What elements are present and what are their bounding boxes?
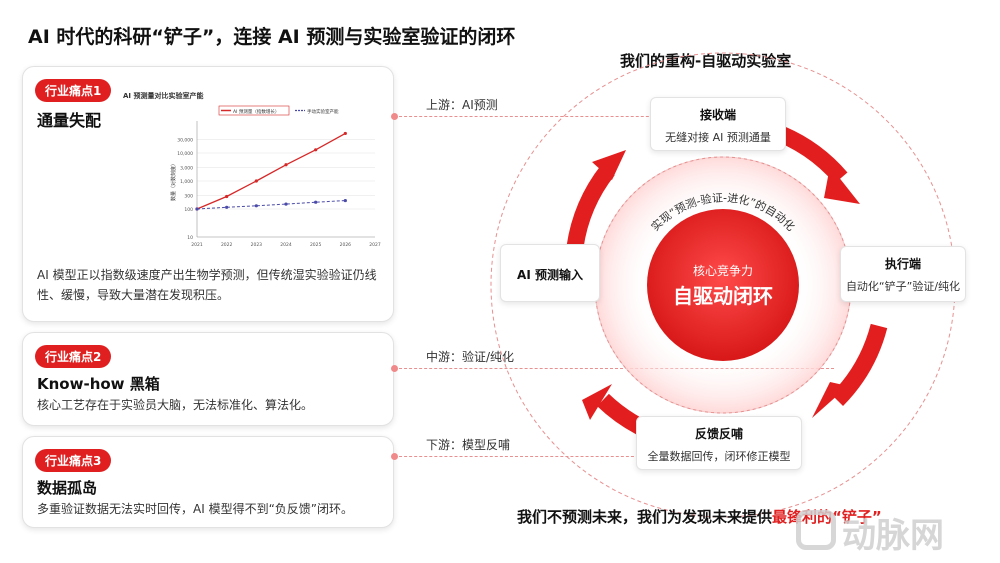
connector-label-midstream: 中游：验证/纯化 bbox=[426, 350, 515, 364]
y-tick-label: 30,000 bbox=[177, 138, 193, 144]
y-tick-label: 1,000 bbox=[180, 179, 193, 185]
y-axis-label: 数量（对数刻度） bbox=[170, 161, 177, 201]
arrow-top-left bbox=[566, 164, 615, 249]
node-receiver-sub: 无缝对接 AI 预测通量 bbox=[665, 131, 771, 144]
data-point-ai bbox=[314, 148, 318, 152]
pain-point-card-3: 行业痛点3 数据孤岛 多重验证数据无法实时回传，AI 模型得不到“负反馈”闭环。 bbox=[22, 436, 394, 528]
data-point-ai bbox=[254, 179, 258, 183]
series-line-ai bbox=[196, 132, 346, 210]
connector-label-downstream: 下游：模型反哺 bbox=[426, 438, 511, 452]
page-title: AI 时代的科研“铲子”，连接 AI 预测与实验室验证的闭环 bbox=[28, 26, 516, 48]
pain-point-desc-2: 核心工艺存在于实验员大脑，无法标准化、算法化。 bbox=[37, 398, 314, 412]
series-line-lab bbox=[196, 200, 346, 210]
connector-label-upstream: 上游：AI预测 bbox=[426, 98, 498, 112]
arrow-bottom-right bbox=[830, 323, 888, 406]
pain-point-badge-1: 行业痛点1 bbox=[35, 79, 112, 102]
pain-point-badge-2: 行业痛点2 bbox=[35, 345, 112, 368]
y-tick-label: 10 bbox=[187, 235, 193, 241]
pain-point-card-2: 行业痛点2 Know-how 黑箱 核心工艺存在于实验员大脑，无法标准化、算法化… bbox=[22, 332, 394, 426]
node-receiver: 接收端 无缝对接 AI 预测通量 bbox=[650, 97, 786, 151]
watermark: 动脉网 bbox=[842, 516, 944, 556]
x-tick-label: 2022 bbox=[221, 242, 233, 248]
x-tick-label: 2024 bbox=[280, 242, 292, 248]
x-tick-label: 2023 bbox=[251, 242, 263, 248]
data-point-ai bbox=[284, 163, 288, 167]
x-tick-label: 2021 bbox=[191, 242, 203, 248]
legend-label-ai: AI 预测量（指数增长） bbox=[233, 108, 279, 115]
data-point-ai bbox=[225, 194, 229, 199]
data-point-lab bbox=[343, 198, 347, 203]
connector-line-downstream bbox=[394, 456, 644, 457]
connector-dot-midstream bbox=[391, 365, 398, 372]
data-point-lab bbox=[225, 205, 229, 209]
node-executor-title: 执行端 bbox=[884, 257, 921, 271]
node-executor-sub: 自动化“铲子”验证/纯化 bbox=[845, 280, 961, 293]
node-feedback-title: 反馈反哺 bbox=[694, 427, 743, 441]
arc-text: 实现“预测-验证-进化”的自动化 bbox=[648, 191, 798, 233]
node-executor: 执行端 自动化“铲子”验证/纯化 bbox=[840, 246, 966, 302]
core-title: 自驱动闭环 bbox=[673, 284, 773, 308]
x-tick-label: 2025 bbox=[310, 242, 322, 248]
chart-title: AI 预测量对比实验室产能 bbox=[123, 92, 204, 100]
pain-point-badge-3: 行业痛点3 bbox=[35, 449, 112, 472]
pain-point-desc-1: AI 模型正以指数级速度产出生物学预测，但传统湿实验验证仍线性、缓慢，导致大量潜… bbox=[37, 268, 377, 302]
node-ai-input-title: AI 预测输入 bbox=[517, 268, 583, 282]
pain-point-desc-3: 多重验证数据无法实时回传，AI 模型得不到“负反馈”闭环。 bbox=[37, 502, 353, 516]
connector-line-midstream bbox=[394, 368, 834, 369]
data-point-lab bbox=[314, 200, 318, 204]
legend-box bbox=[218, 105, 290, 116]
y-tick-label: 10,000 bbox=[177, 151, 193, 157]
x-tick-label: 2026 bbox=[340, 242, 352, 248]
legend-label-lab: 手动实验室产能 bbox=[307, 108, 339, 115]
node-receiver-title: 接收端 bbox=[699, 108, 736, 122]
connector-dot-upstream bbox=[391, 113, 398, 120]
core-label: 核心竞争力 bbox=[692, 264, 753, 278]
watermark-logo-icon bbox=[796, 510, 836, 550]
node-feedback-sub: 全量数据回传，闭环修正模型 bbox=[647, 450, 791, 463]
right-title: 我们的重构-自驱动实验室 bbox=[620, 52, 792, 70]
growth-chart: AI 预测量（指数增长） 手动实验室产能 10 100 300 1,000 3,000 10,… bbox=[170, 105, 381, 248]
connector-dot-downstream bbox=[391, 453, 398, 460]
node-ai-input: AI 预测输入 bbox=[500, 244, 600, 302]
arrowhead-bottom-right bbox=[812, 382, 848, 418]
data-point-lab bbox=[195, 207, 199, 211]
arrowhead-top-left bbox=[592, 150, 626, 180]
data-point-lab bbox=[284, 202, 288, 206]
pain-point-heading-2: Know-how 黑箱 bbox=[37, 375, 160, 393]
y-tick-label: 100 bbox=[184, 207, 193, 213]
bottom-statement-text: 我们不预测未来，我们为发现未来提供 bbox=[517, 508, 773, 526]
arrowhead-top-right bbox=[824, 166, 860, 204]
y-tick-label: 3,000 bbox=[180, 166, 193, 172]
pain-point-heading-3: 数据孤岛 bbox=[37, 479, 98, 497]
data-point-lab bbox=[254, 204, 258, 208]
connector-line-upstream bbox=[394, 116, 674, 117]
x-tick-label: 2027 bbox=[369, 242, 381, 248]
pain-point-heading-1: 通量失配 bbox=[37, 111, 102, 130]
pain-point-card-1: 行业痛点1 通量失配 AI 预测量对比实验室产能 AI 预测量（指数增长） 手动实… bbox=[22, 66, 394, 322]
data-point-ai bbox=[343, 131, 347, 136]
y-tick-label: 300 bbox=[184, 194, 193, 200]
node-feedback: 反馈反哺 全量数据回传，闭环修正模型 bbox=[636, 416, 802, 470]
arrowhead-bottom-left bbox=[582, 384, 612, 420]
